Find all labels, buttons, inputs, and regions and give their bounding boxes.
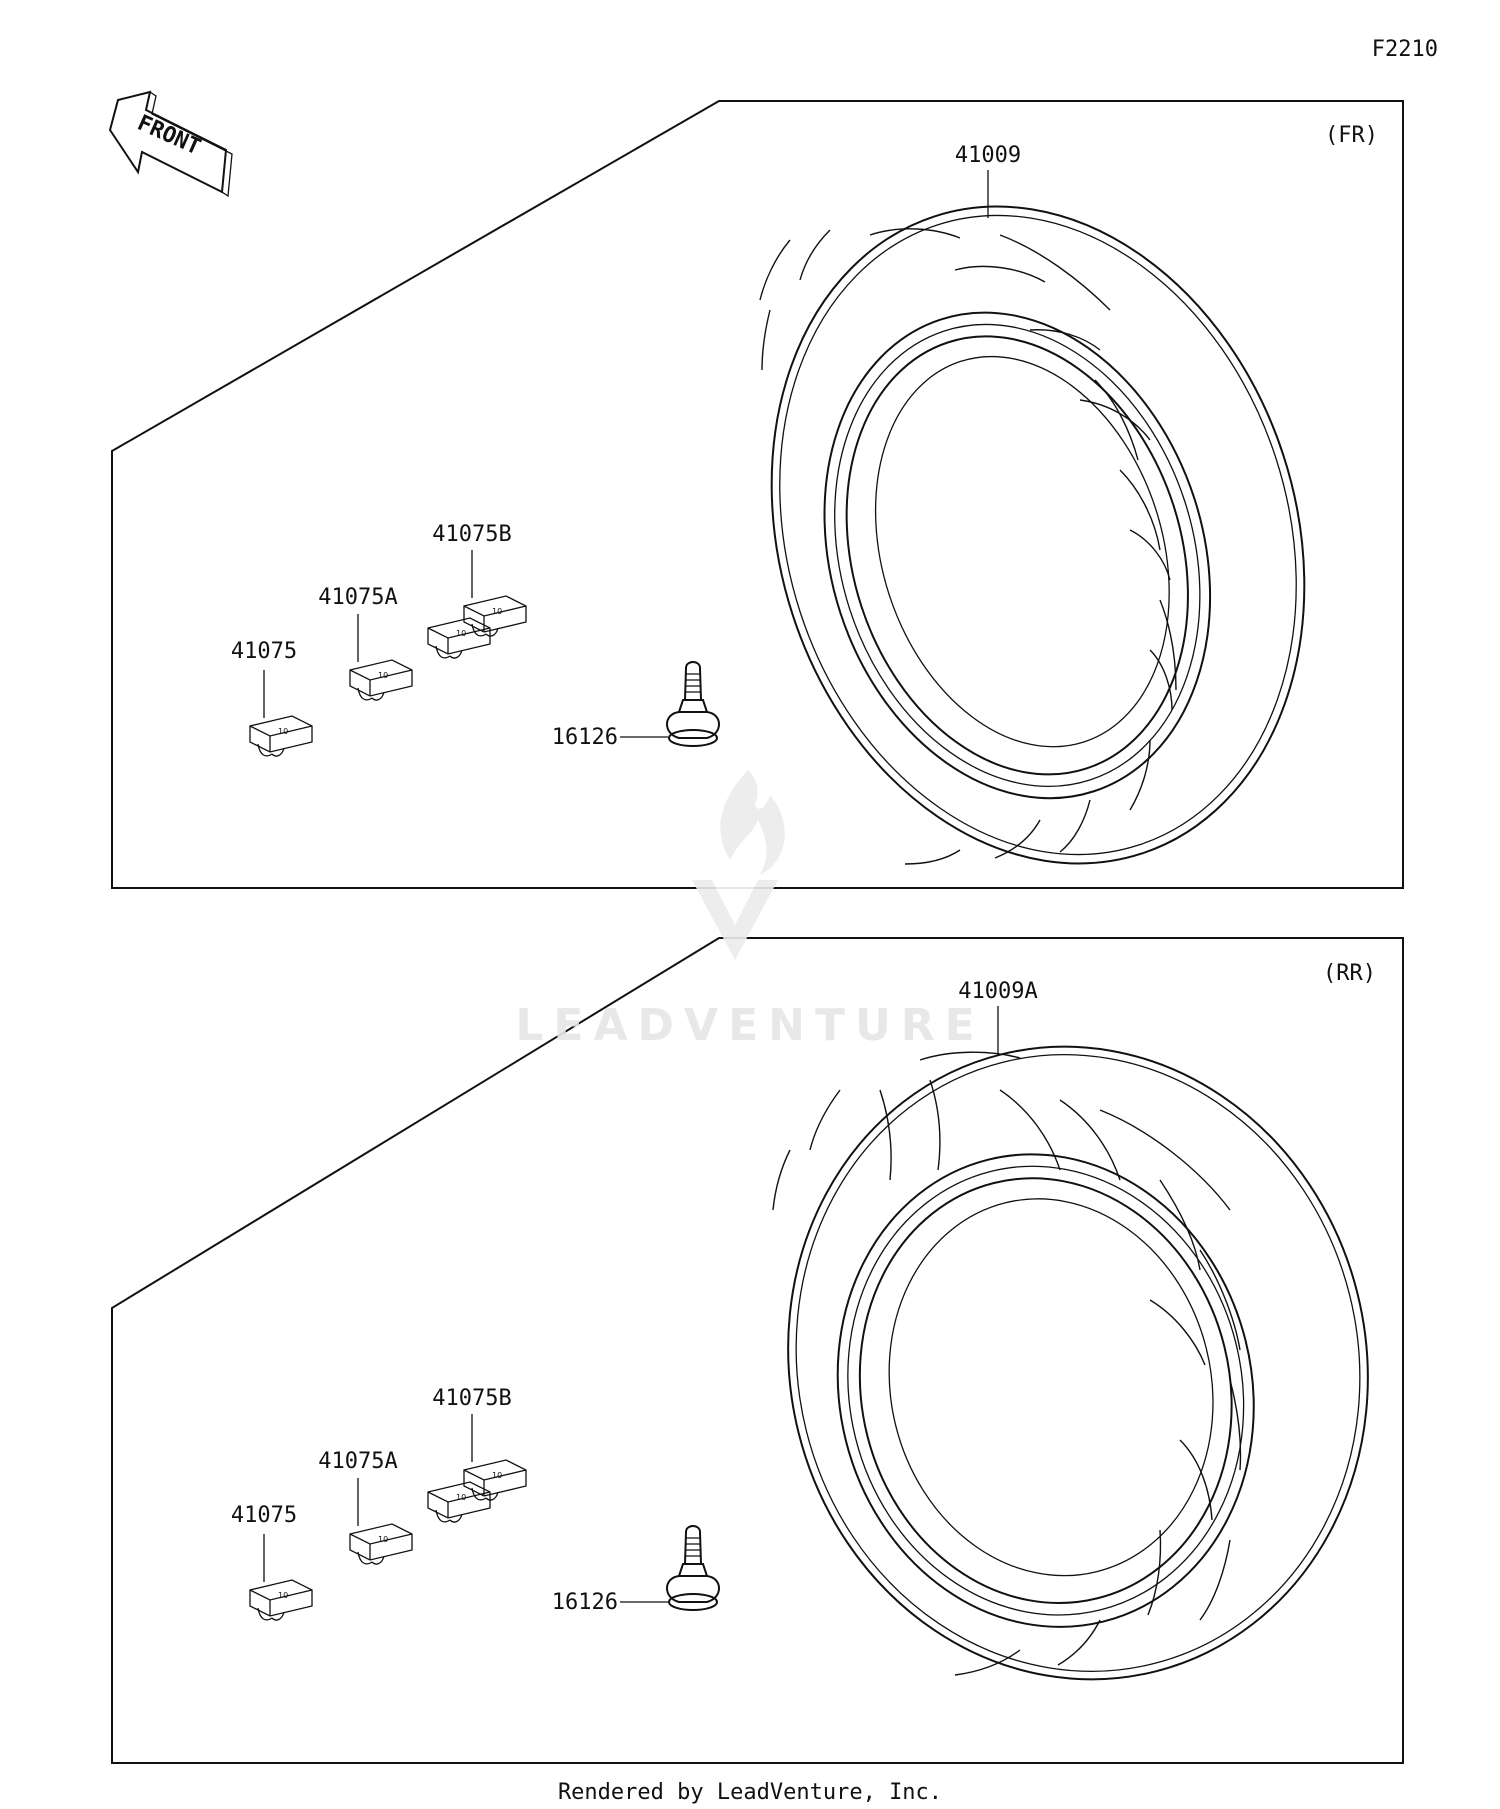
rear-panel-tag: (RR) (1323, 961, 1376, 986)
rear-weight-41075b-2 (427, 1481, 491, 1523)
rear-weight-41075b-1 (463, 1459, 527, 1501)
front-arrow-icon: FRONT (108, 90, 233, 198)
front-panel: (FR) (111, 100, 1404, 889)
rear-valve (666, 1525, 720, 1611)
front-tire (759, 205, 1306, 865)
rear-weight-41075 (249, 1579, 313, 1621)
rear-weight-label-41075a: 41075A (318, 1449, 397, 1474)
front-valve (666, 661, 720, 747)
footer-credit: Rendered by LeadVenture, Inc. (558, 1780, 942, 1805)
rear-weight-label-41075: 41075 (231, 1503, 297, 1528)
leadventure-flame-logo (692, 770, 785, 960)
front-weight-label-41075: 41075 (231, 639, 297, 664)
front-tire-part-label: 41009 (955, 143, 1021, 168)
front-weight-label-41075b: 41075B (432, 522, 511, 547)
front-weight-41075b-1 (463, 595, 527, 637)
rear-valve-part-label: 16126 (552, 1590, 618, 1615)
rear-tire-part-label: 41009A (958, 979, 1037, 1004)
rear-weight-label-41075b: 41075B (432, 1386, 511, 1411)
rear-tire (772, 1045, 1369, 1681)
front-panel-tag: (FR) (1325, 123, 1378, 148)
rear-weight-41075a (349, 1523, 413, 1565)
diagram-code: F2210 (1372, 37, 1438, 62)
leadventure-watermark-text: LEADVENTURE (515, 1000, 984, 1051)
front-weight-41075a (349, 659, 413, 701)
front-weight-41075b-2 (427, 617, 491, 659)
front-weight-41075 (249, 715, 313, 757)
rear-panel: (RR) (111, 937, 1404, 1764)
leadventure-watermark: LEADVENTURE (515, 770, 984, 1051)
front-weight-label-41075a: 41075A (318, 585, 397, 610)
front-valve-part-label: 16126 (552, 725, 618, 750)
